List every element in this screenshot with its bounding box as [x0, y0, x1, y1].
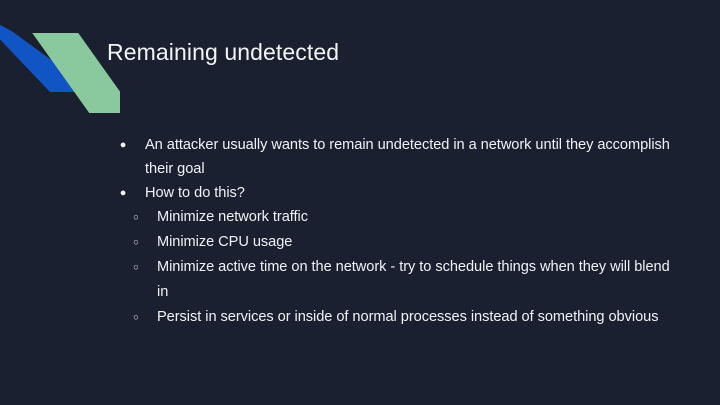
list-item: ○ Minimize CPU usage	[124, 230, 682, 255]
list-item: ○ Minimize network traffic	[124, 205, 682, 230]
list-item-text: Persist in services or inside of normal …	[157, 309, 659, 325]
bullet-disc-icon: ●	[119, 139, 127, 151]
list-item: ○ Persist in services or inside of norma…	[124, 305, 682, 330]
bullet-disc-icon: ●	[119, 187, 127, 199]
list-item-text: How to do this?	[145, 185, 245, 201]
sublist-container: ○ Minimize network traffic ○ Minimize CP…	[112, 205, 682, 330]
bullet-circle-icon: ○	[133, 262, 139, 273]
bullet-list-level1: ● An attacker usually wants to remain un…	[112, 133, 682, 330]
page-title: Remaining undetected	[107, 39, 340, 65]
bullet-circle-icon: ○	[133, 312, 139, 323]
list-item-text: Minimize network traffic	[157, 209, 308, 225]
list-item: ● An attacker usually wants to remain un…	[112, 133, 682, 181]
blue-parallelogram	[0, 24, 95, 92]
slide-body: ● An attacker usually wants to remain un…	[112, 133, 682, 330]
bullet-list-level2: ○ Minimize network traffic ○ Minimize CP…	[112, 205, 682, 330]
corner-parallelogram-motif	[0, 24, 120, 113]
list-item-text: An attacker usually wants to remain unde…	[145, 137, 670, 177]
list-item: ● How to do this?	[112, 181, 682, 205]
bullet-circle-icon: ○	[133, 237, 139, 248]
list-item: ○ Minimize active time on the network - …	[124, 255, 682, 305]
list-item-text: Minimize active time on the network - tr…	[157, 259, 670, 300]
list-item-text: Minimize CPU usage	[157, 234, 293, 250]
bullet-circle-icon: ○	[133, 212, 139, 223]
